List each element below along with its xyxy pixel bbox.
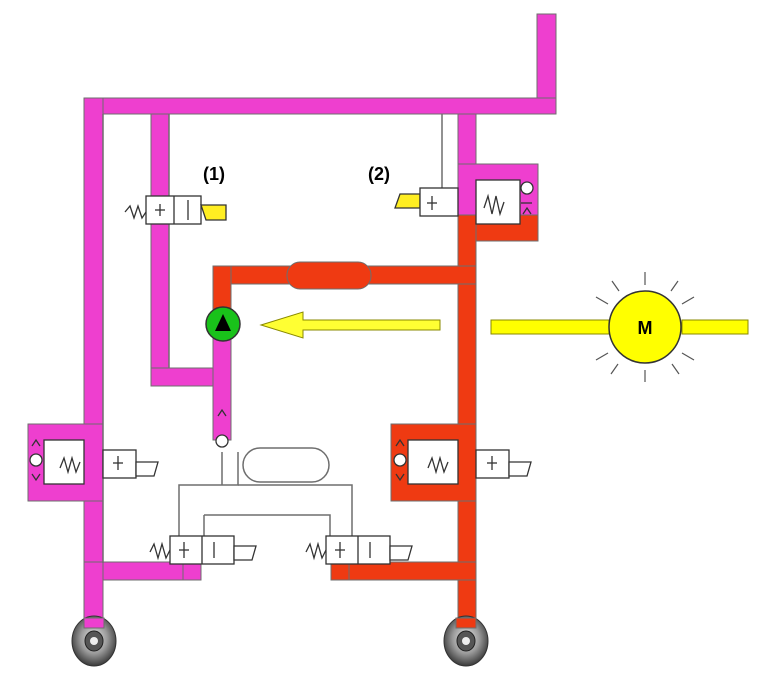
motor-icon bbox=[490, 272, 749, 382]
arrow-icon bbox=[259, 311, 441, 339]
solenoid-valve-icon bbox=[124, 195, 227, 225]
check-valve-icon bbox=[215, 408, 229, 448]
solenoid-valve-icon bbox=[394, 179, 521, 225]
solenoid-valve-icon bbox=[102, 449, 159, 479]
brake-disc-icon bbox=[443, 615, 489, 667]
check-valve-icon bbox=[29, 438, 85, 485]
solenoid-valve-icon bbox=[149, 535, 257, 565]
motor-label: M bbox=[638, 318, 653, 338]
valve-2-label: (2) bbox=[368, 164, 390, 184]
check-valve-icon bbox=[393, 438, 459, 485]
solenoid-valve-icon bbox=[305, 535, 413, 565]
accumulator-icon bbox=[242, 447, 330, 483]
check-valve-icon bbox=[520, 181, 534, 215]
brake-disc-icon bbox=[71, 615, 117, 667]
pump-icon bbox=[205, 306, 241, 342]
valve-1-label: (1) bbox=[203, 164, 225, 184]
solenoid-valve-icon bbox=[475, 449, 532, 479]
